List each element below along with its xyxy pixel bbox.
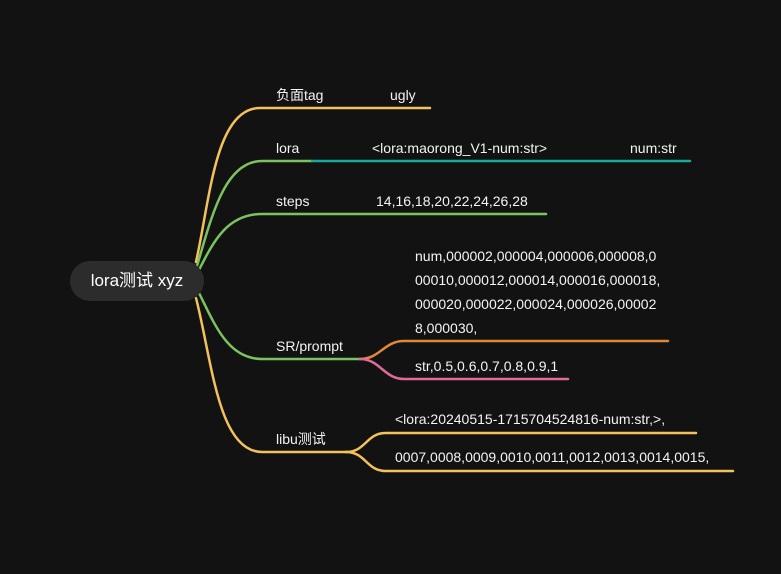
- connector-sr-str: [358, 357, 570, 381]
- connector-libu-numbers: [344, 450, 735, 473]
- node-libu-numbers[interactable]: 0007,0008,0009,0010,0011,0012,0013,0014,…: [395, 449, 710, 465]
- node-sr-num-values[interactable]: num,000002,000004,000006,000008,000010,0…: [415, 248, 661, 336]
- connector-root-negative-tag: [194, 106, 432, 264]
- branch-negative-tag[interactable]: 负面tag: [276, 87, 324, 103]
- branch-lora[interactable]: lora: [276, 140, 300, 156]
- connector-root-sr-prompt: [197, 291, 362, 361]
- node-sr-str-values[interactable]: str,0.5,0.6,0.7,0.8,0.9,1: [415, 358, 559, 374]
- node-num-str[interactable]: num:str: [630, 140, 677, 156]
- branch-sr-prompt[interactable]: SR/prompt: [276, 338, 343, 354]
- root-node[interactable]: lora测试 xyz: [70, 261, 204, 301]
- connector-root-libu: [194, 296, 348, 454]
- node-lora-tag[interactable]: <lora:maorong_V1-num:str>: [372, 140, 548, 156]
- branch-steps[interactable]: steps: [276, 193, 310, 209]
- node-ugly[interactable]: ugly: [390, 87, 416, 103]
- connector-root-steps: [197, 212, 548, 272]
- node-steps-values[interactable]: 14,16,18,20,22,24,26,28: [376, 193, 528, 209]
- connector-root-lora: [195, 159, 314, 268]
- branch-libu-test[interactable]: libu测试: [276, 431, 326, 447]
- node-libu-lora-tag[interactable]: <lora:20240515-1715704524816-num:str,>,: [395, 411, 666, 427]
